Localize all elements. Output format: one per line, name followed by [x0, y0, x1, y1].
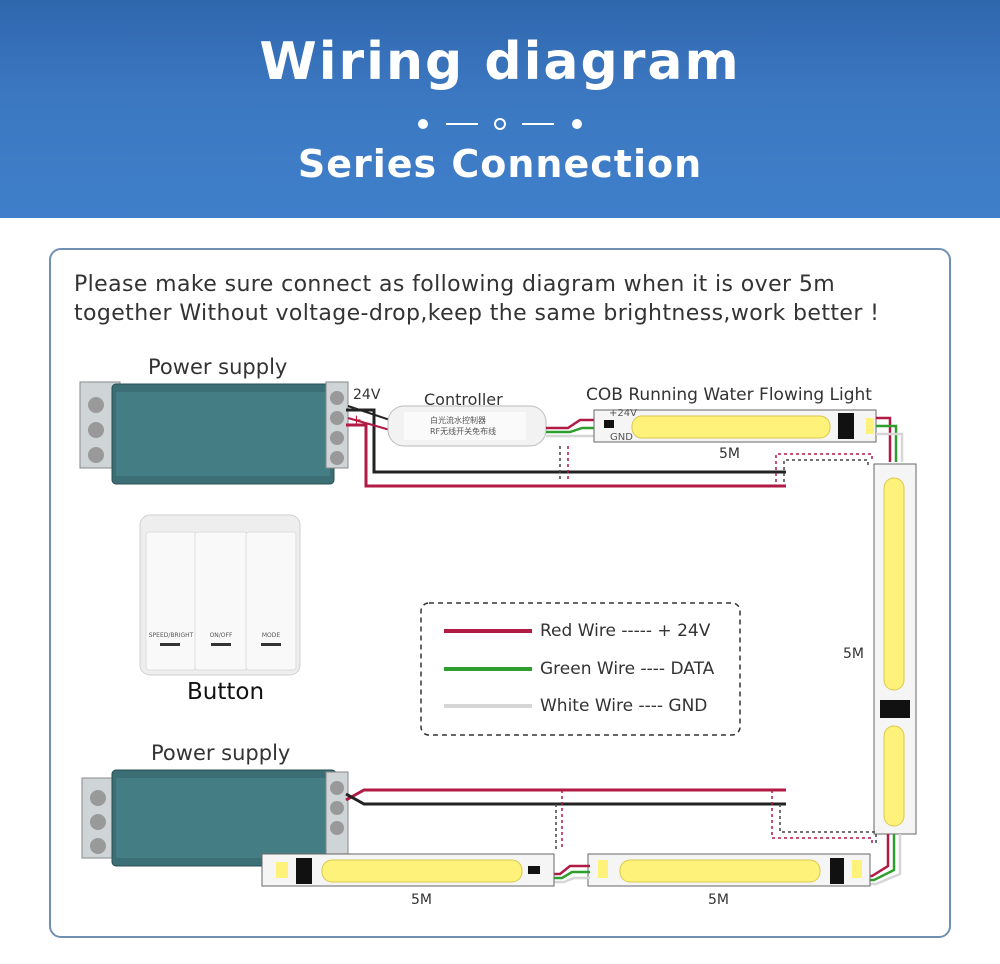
power-supply-bottom-label: Power supply: [151, 741, 291, 765]
button-mode-label: MODE: [261, 632, 281, 639]
button-onoff-label: ON/OFF: [209, 632, 233, 639]
power-supply-bottom-device: [81, 769, 349, 867]
legend-green-label: Green Wire ---- DATA: [540, 659, 715, 679]
page-subtitle: Series Connection: [297, 142, 703, 186]
header-banner: Wiring diagram Series Connection: [0, 0, 1000, 218]
legend-white-label: White Wire ---- GND: [540, 696, 708, 716]
top-main-wires: [346, 405, 786, 488]
cob-strip-vertical: [873, 463, 917, 835]
pin-24v-label: +24V: [609, 408, 637, 419]
rf-switch-device: [139, 514, 301, 676]
power-supply-top-device: [79, 381, 349, 485]
vertical-to-bottom-wires: [866, 834, 902, 886]
controller-cn-line1: 白光流水控制器: [430, 416, 486, 425]
page-title: Wiring diagram: [259, 32, 741, 92]
cob-title-label: COB Running Water Flowing Light: [586, 385, 872, 405]
plus-label: +: [351, 413, 362, 428]
controller-output-wires: [546, 418, 598, 482]
instruction-note: Please make sure connect as following di…: [74, 270, 954, 328]
controller-device: [387, 405, 547, 447]
cob-strip-top: [593, 409, 877, 443]
legend-box: [420, 602, 741, 736]
segment-length-bottom-right: 5M: [708, 892, 729, 908]
button-speed-label: SPEED/BRIGHT: [148, 632, 194, 639]
controller-label: Controller: [424, 390, 503, 409]
segment-length-bottom-left: 5M: [411, 892, 432, 908]
pin-gnd-label: GND: [610, 432, 633, 443]
segment-length-vertical: 5M: [843, 646, 864, 662]
power-supply-top-label: Power supply: [148, 355, 288, 379]
bottom-main-wires: [345, 788, 877, 850]
button-label: Button: [187, 679, 265, 705]
controller-cn-line2: RF无线开关免布线: [430, 427, 497, 436]
note-line-2: together Without voltage-drop,keep the s…: [74, 301, 880, 326]
title-divider: [418, 118, 582, 130]
note-line-1: Please make sure connect as following di…: [74, 272, 836, 297]
cob-strip-bottom-left: [261, 853, 555, 887]
cob-strip-bottom-right: [587, 853, 871, 887]
voltage-label: 24V: [353, 387, 381, 403]
top-to-vertical-wires: [775, 416, 904, 482]
segment-length-top: 5M: [719, 446, 740, 462]
minus-label: -: [352, 401, 357, 416]
legend-red-label: Red Wire ----- + 24V: [540, 621, 711, 641]
